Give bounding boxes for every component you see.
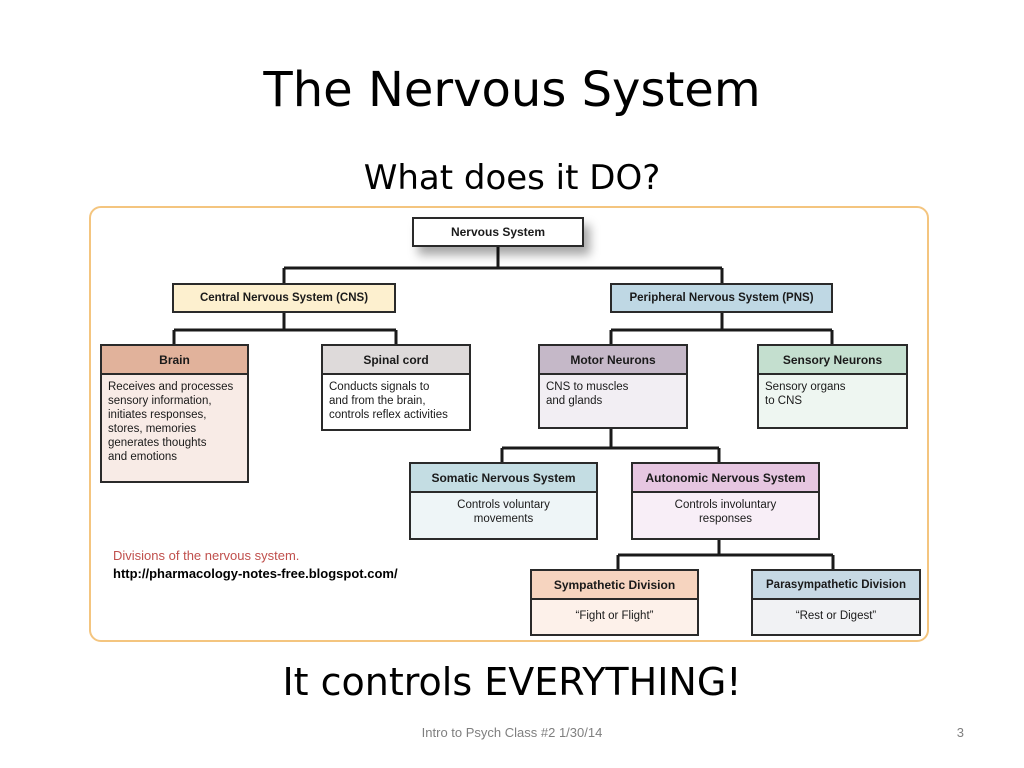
slide-footer: Intro to Psych Class #2 1/30/14 [421,725,603,740]
sensory-neurons-description: Sensory organs to CNS [765,381,846,407]
parasympathetic-description: “Rest or Digest” [795,610,877,622]
slide-title: The Nervous System [263,62,761,118]
sensory-neurons-box: Sensory Neurons Sensory organs to CNS [757,344,908,429]
spinal-cord-box: Spinal cord Conducts signals to and from… [321,344,471,431]
motor-neurons-title: Motor Neurons [540,346,686,375]
cns-label: Central Nervous System (CNS) [199,292,369,304]
somatic-description: Controls voluntary movements [457,499,550,525]
spinal-cord-title: Spinal cord [323,346,469,375]
brain-title: Brain [102,346,247,375]
parasympathetic-title: Parasympathetic Division [753,571,919,600]
spinal-cord-description: Conducts signals to and from the brain, … [329,381,448,421]
brain-description: Receives and processes sensory informati… [108,381,234,463]
parasympathetic-division-box: Parasympathetic Division “Rest or Digest… [751,569,921,636]
page-number: 3 [956,725,964,740]
nervous-system-label: Nervous System [450,225,546,239]
bottom-statement: It controls EVERYTHING! [282,660,742,704]
source-url: http://pharmacology-notes-free.blogspot.… [113,566,398,581]
sympathetic-title: Sympathetic Division [532,571,697,600]
pns-label: Peripheral Nervous System (PNS) [629,292,814,304]
somatic-title: Somatic Nervous System [411,464,596,493]
sympathetic-division-box: Sympathetic Division “Fight or Flight” [530,569,699,636]
pns-box: Peripheral Nervous System (PNS) [610,283,833,313]
motor-neurons-description: CNS to muscles and glands [546,381,629,407]
diagram-caption: Divisions of the nervous system. [113,548,300,563]
connector-lines [172,246,835,569]
slide-subtitle: What does it DO? [363,158,661,198]
sympathetic-description: “Fight or Flight” [575,610,654,622]
sensory-neurons-title: Sensory Neurons [759,346,906,375]
somatic-nervous-system-box: Somatic Nervous System Controls voluntar… [409,462,598,540]
brain-box: Brain Receives and processes sensory inf… [100,344,249,483]
cns-box: Central Nervous System (CNS) [172,283,396,313]
autonomic-description: Controls involuntary responses [674,499,777,525]
nervous-system-diagram: Nervous System Central Nervous System (C… [89,206,929,642]
autonomic-title: Autonomic Nervous System [633,464,818,493]
autonomic-nervous-system-box: Autonomic Nervous System Controls involu… [631,462,820,540]
nervous-system-box: Nervous System [412,217,584,247]
motor-neurons-box: Motor Neurons CNS to muscles and glands [538,344,688,429]
